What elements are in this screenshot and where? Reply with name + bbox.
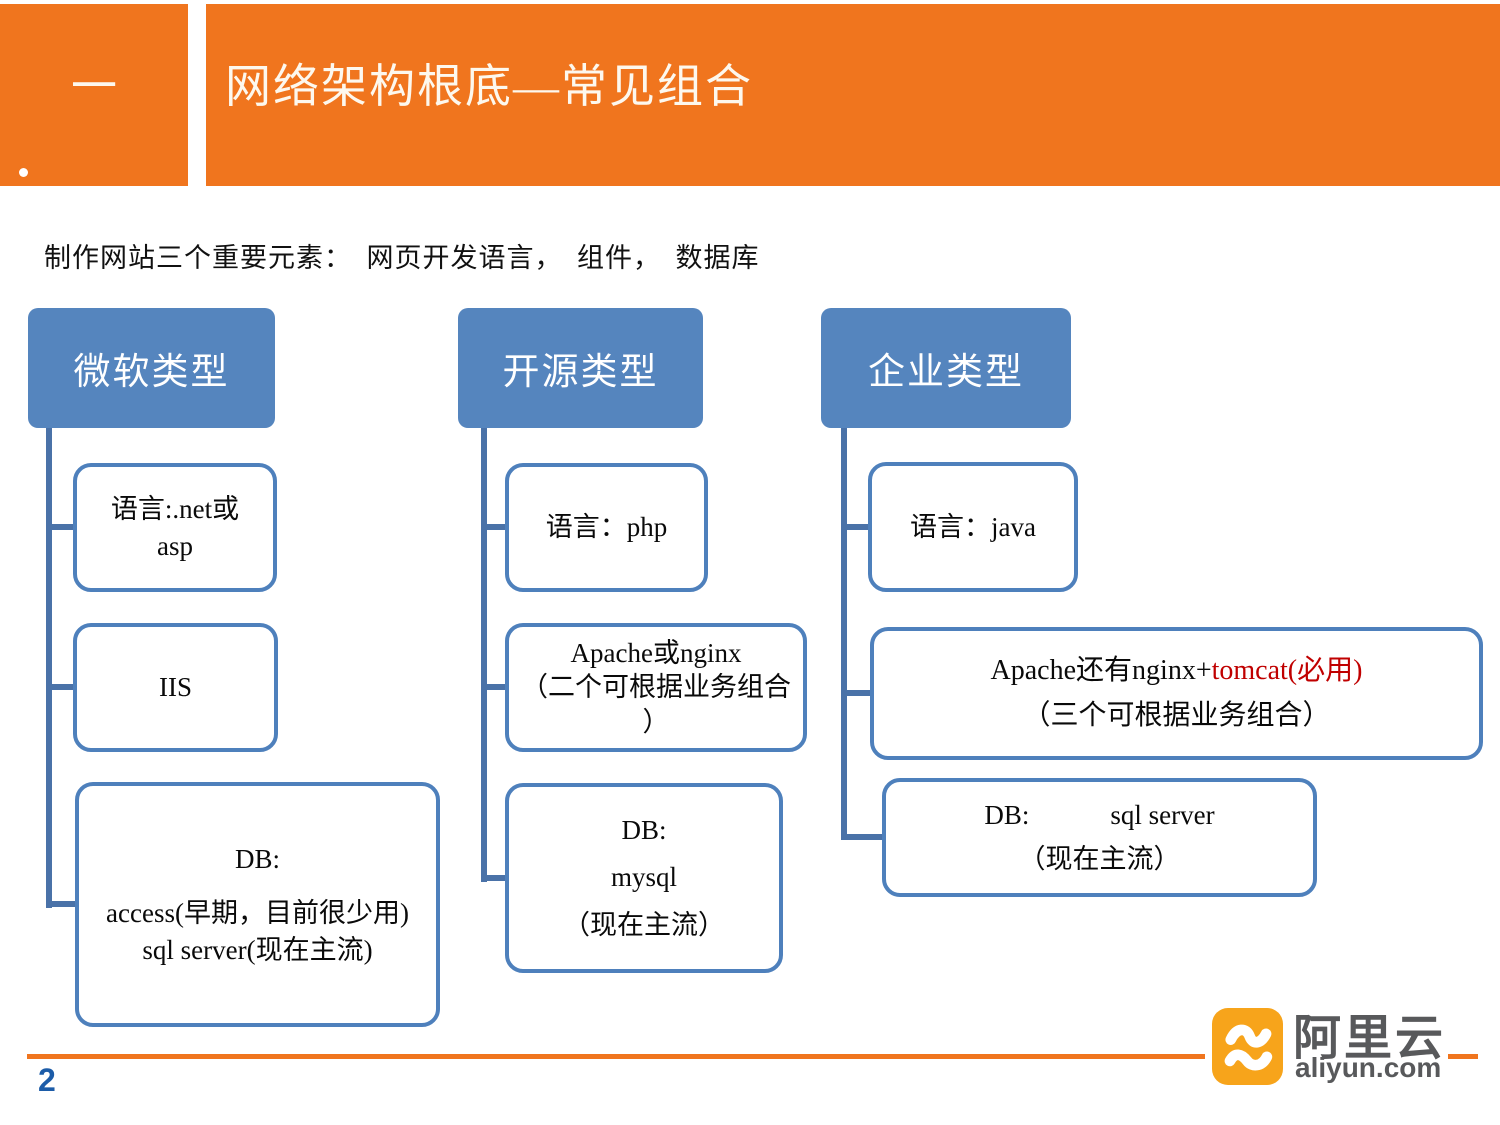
node-os-db: DB: mysql （现在主流） <box>505 783 783 973</box>
node-text: DB: <box>621 815 667 846</box>
node-text: （现在主流） <box>563 909 725 940</box>
node-text: （现在主流） <box>1018 843 1181 874</box>
logo-brand-text: 阿里云 <box>1293 1012 1447 1065</box>
column-header-opensource: 开源类型 <box>458 308 703 428</box>
connector-trunk-opensource <box>481 427 487 882</box>
connector-branch <box>847 690 870 696</box>
node-ms-language: 语言:.net或 asp <box>73 463 277 592</box>
connector-branch <box>847 524 868 530</box>
node-ent-db: DB: sql server （现在主流） <box>882 778 1317 897</box>
footer-rule-right <box>1448 1054 1478 1059</box>
node-text: （二个可根据业务组合 <box>521 672 791 703</box>
node-os-language: 语言：php <box>505 463 708 592</box>
column-header-label: 企业类型 <box>868 352 1024 393</box>
node-text: DB: <box>234 843 280 874</box>
node-text: IIS <box>159 672 192 703</box>
connector-branch <box>487 684 505 690</box>
connector-branch <box>52 684 73 690</box>
aliyun-cloud-icon <box>1212 1008 1283 1085</box>
connector-branch <box>52 901 75 907</box>
node-ent-webserver: Apache还有nginx+tomcat(必用) （三个可根据业务组合） <box>870 627 1483 760</box>
node-text: Apache还有nginx+tomcat(必用) <box>991 649 1363 694</box>
node-text: mysql <box>610 862 677 893</box>
column-header-enterprise: 企业类型 <box>821 308 1071 428</box>
node-text: （三个可根据业务组合） <box>1022 699 1331 731</box>
node-text: Apache或nginx <box>570 637 742 668</box>
column-header-label: 微软类型 <box>73 352 230 393</box>
node-text: access(早期，目前很少用) <box>106 898 409 929</box>
slide-subtitle: 制作网站三个重要元素： 网页开发语言， 组件， 数据库 <box>44 243 760 273</box>
page-number: 2 <box>38 1062 56 1098</box>
section-badge: 一 <box>0 4 188 186</box>
slide-title: 网络架构根底—常见组合 <box>225 61 753 112</box>
node-text-black: Apache还有nginx+ <box>990 654 1212 686</box>
node-text: DB: sql server <box>984 800 1215 831</box>
connector-branch <box>487 524 505 530</box>
bullet-dot-decoration <box>19 168 28 177</box>
node-ms-iis: IIS <box>73 623 278 752</box>
connector-branch <box>847 834 882 840</box>
section-number: 一 <box>71 61 117 112</box>
node-text: ） <box>642 706 670 737</box>
connector-trunk-enterprise <box>841 427 847 840</box>
node-text: asp <box>157 530 193 561</box>
footer-rule-left <box>27 1054 1205 1059</box>
node-ent-language: 语言：java <box>868 462 1078 592</box>
column-header-microsoft: 微软类型 <box>28 308 275 428</box>
connector-branch <box>52 524 73 530</box>
node-text: 语言：java <box>910 511 1036 542</box>
node-ms-db: DB: access(早期，目前很少用) sql server(现在主流) <box>75 782 440 1027</box>
node-text: 语言：php <box>545 512 668 543</box>
connector-trunk-microsoft <box>46 427 52 908</box>
column-header-label: 开源类型 <box>502 352 659 393</box>
node-text: sql server(现在主流) <box>142 934 373 965</box>
node-text-red-highlight: tomcat(必用) <box>1211 654 1363 686</box>
logo-domain-text: aliyun.com <box>1295 1052 1442 1083</box>
node-os-webserver: Apache或nginx （二个可根据业务组合 ） <box>505 623 807 752</box>
title-bar: 网络架构根底—常见组合 <box>206 4 1500 186</box>
connector-branch <box>487 875 505 881</box>
node-text: 语言:.net或 <box>110 494 240 525</box>
